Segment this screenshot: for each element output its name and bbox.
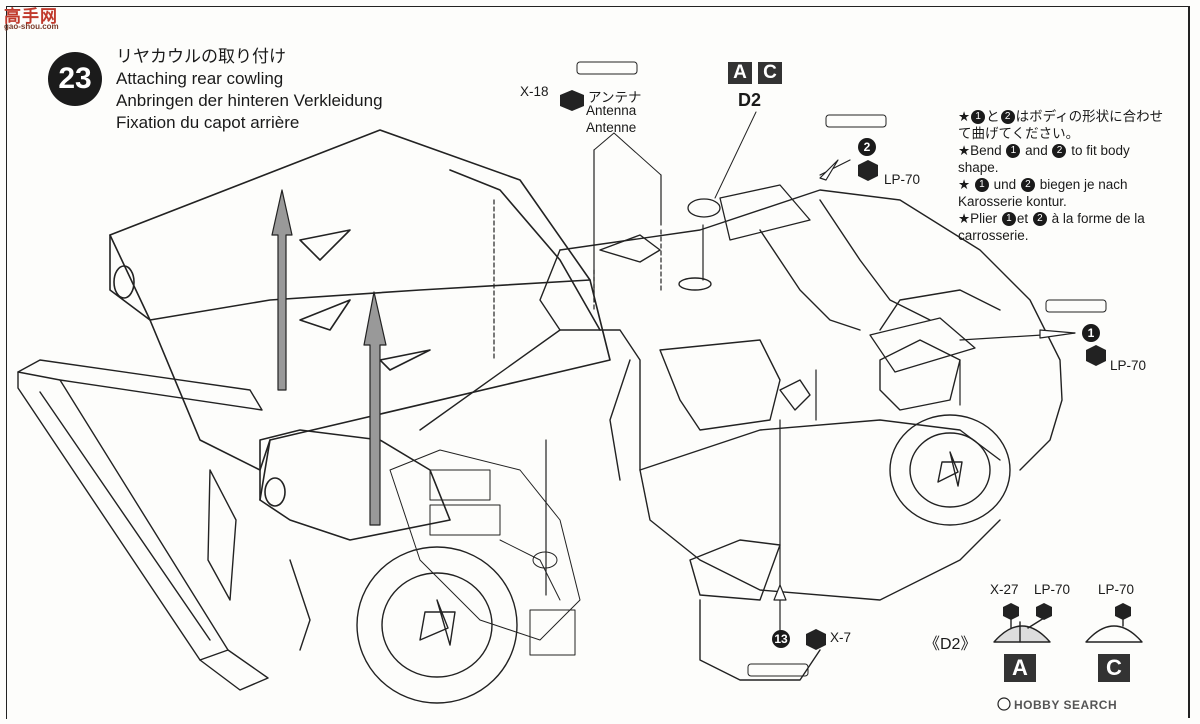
d2-a-paint2: LP-70 — [1034, 582, 1071, 597]
step-number-badge: 23 — [48, 52, 102, 106]
variant-a-box: A — [728, 62, 752, 84]
page-frame — [6, 6, 1189, 719]
note-en-num2: 2 — [1052, 144, 1067, 159]
d2-detail-label: 《D2》 — [924, 636, 977, 653]
note-en-mid: and — [1025, 143, 1048, 158]
callout-1: 1 — [1082, 324, 1100, 342]
note-ja-num2: 2 — [1000, 110, 1015, 125]
page-frame-right — [1188, 6, 1190, 718]
note-ja-num1: 1 — [971, 110, 986, 125]
step-title-ja: リヤカウルの取り付け — [116, 47, 286, 66]
variant-c-box: C — [758, 62, 782, 84]
antenna-label-ja: アンテナ — [588, 90, 642, 105]
watermark-url: gao-shou.com — [4, 22, 59, 31]
note-en-pre: ★Bend — [958, 143, 1002, 158]
d2-a-paint1: X-27 — [990, 582, 1019, 597]
paint-lp70-right: LP-70 — [1110, 358, 1147, 373]
paint-cups — [560, 90, 1131, 650]
note-de-star: ★ — [958, 177, 971, 192]
wheels — [356, 414, 1011, 704]
callout-13: 13 — [772, 630, 790, 648]
d2-c-box: C — [1098, 654, 1130, 682]
d2-a-box: A — [1004, 654, 1036, 682]
note-ja-star: ★ — [958, 109, 971, 124]
note-ja-text: はボディの形状に合わせて曲げてください。 — [958, 109, 1164, 141]
d2-c-paint: LP-70 — [1098, 582, 1135, 597]
assembly-arrows — [271, 149, 1076, 641]
note-fr-mid: et — [1016, 211, 1029, 226]
antenna-part-number: X-18 — [520, 84, 549, 99]
paint-lp70-top: LP-70 — [884, 172, 921, 187]
d2-detail-shapes — [993, 617, 1143, 643]
hobby-search-watermark: HOBBY SEARCH — [1014, 698, 1118, 712]
note-de-num2: 2 — [1020, 178, 1035, 193]
note-fr-num1: 1 — [1001, 212, 1016, 227]
hobby-search-logo-icon — [997, 697, 1011, 711]
clear-panels — [687, 184, 976, 373]
step-title-en: Attaching rear cowling — [116, 69, 284, 88]
rear-cowling — [109, 129, 611, 541]
antenna-label-de: Antenne — [586, 120, 637, 135]
antenna-label-en: Antenna — [586, 103, 637, 118]
step-titles: リヤカウルの取り付け Attaching rear cowling Anbrin… — [116, 46, 383, 134]
watermark-title: 高手网 — [4, 7, 58, 26]
step-title-de: Anbringen der hinteren Verkleidung — [116, 91, 383, 110]
marker-pens — [576, 61, 1107, 677]
note-en-num1: 1 — [1006, 144, 1021, 159]
engine-bay — [389, 449, 581, 656]
step-title-fr: Fixation du capot arrière — [116, 113, 300, 132]
note-fr-pre: ★Plier — [958, 211, 998, 226]
note-en-text: to fit body shape. — [958, 143, 1130, 175]
rear-wing — [17, 359, 311, 691]
note-fr-num2: 2 — [1032, 212, 1047, 227]
note-ja-mid: と — [986, 109, 1000, 124]
note-de: ★ 1 und 2 biegen je nach Karosserie kont… — [958, 176, 1164, 210]
part-d2-label: D2 — [738, 90, 762, 110]
note-de-num1: 1 — [974, 178, 989, 193]
note-de-mid: und — [993, 177, 1017, 192]
antenna-leaders — [593, 111, 757, 199]
note-de-text: biegen je nach Karosserie kontur. — [958, 177, 1128, 209]
watermark: 高手网 gao-shou.com — [0, 0, 80, 34]
paint-x7: X-7 — [830, 630, 852, 645]
note-en: ★Bend 1 and 2 to fit body shape. — [958, 142, 1164, 176]
callout-2: 2 — [858, 138, 876, 156]
car-body — [419, 189, 1063, 681]
note-fr-text: à la forme de la carrosserie. — [958, 211, 1145, 243]
